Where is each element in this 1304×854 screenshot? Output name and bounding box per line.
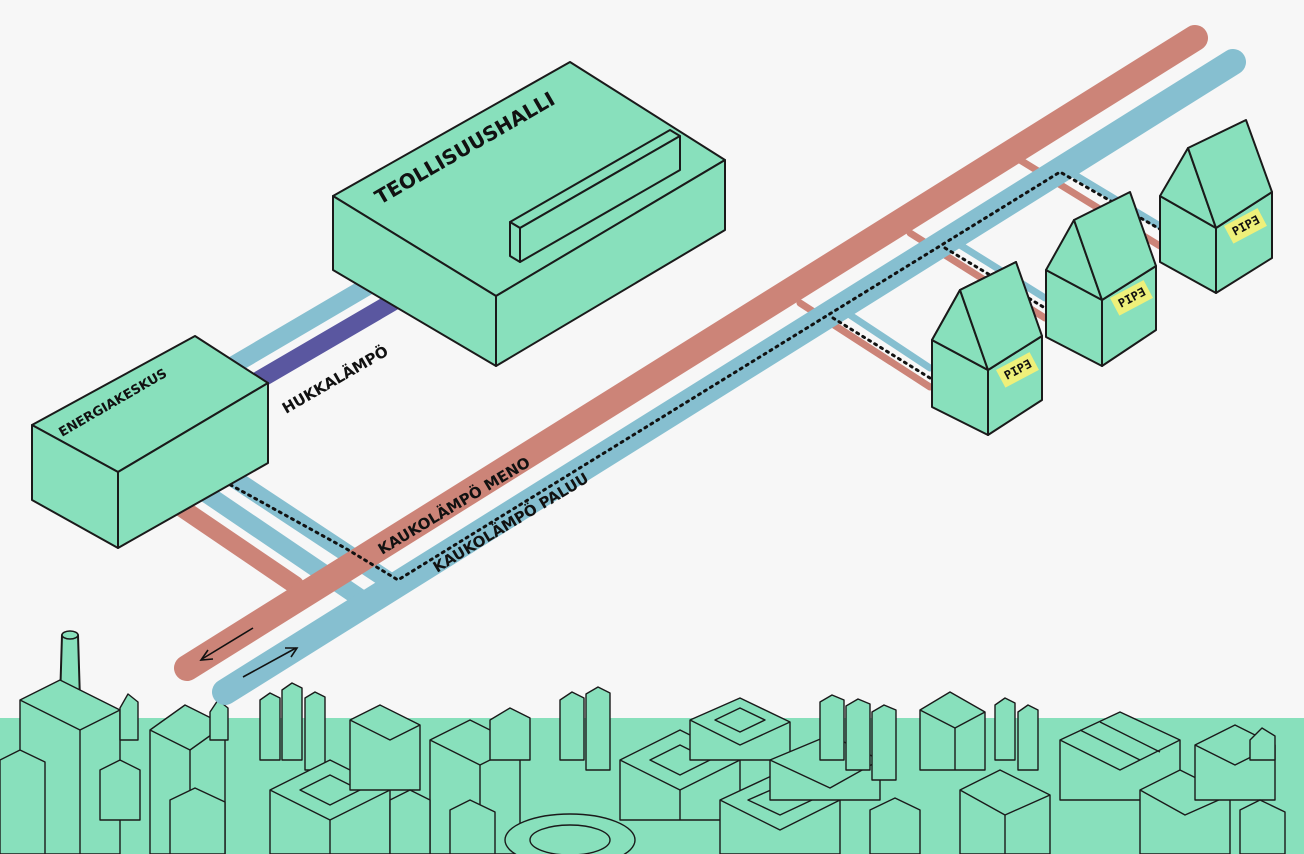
house-2: PIPƎ: [1045, 191, 1157, 367]
district-heat-return-label: KAUKOLÄMPÖ PALUU: [429, 468, 592, 576]
arrow-left-icon: [199, 627, 254, 661]
house-3: PIPƎ: [1159, 119, 1273, 294]
energy-center: ENERGIAKESKUS: [31, 335, 269, 549]
house-1: PIPƎ: [931, 261, 1043, 436]
circulation-dotted-line: [216, 170, 1167, 582]
industrial-hall: TEOLLISUUSHALLI: [332, 61, 726, 367]
city-skyline: [0, 630, 1304, 854]
arrow-right-icon: [242, 647, 299, 678]
district-heat-supply-pipe: [174, 25, 1208, 681]
branch-dotted-line-1: [831, 316, 932, 380]
pipe-network: [161, 25, 1246, 705]
